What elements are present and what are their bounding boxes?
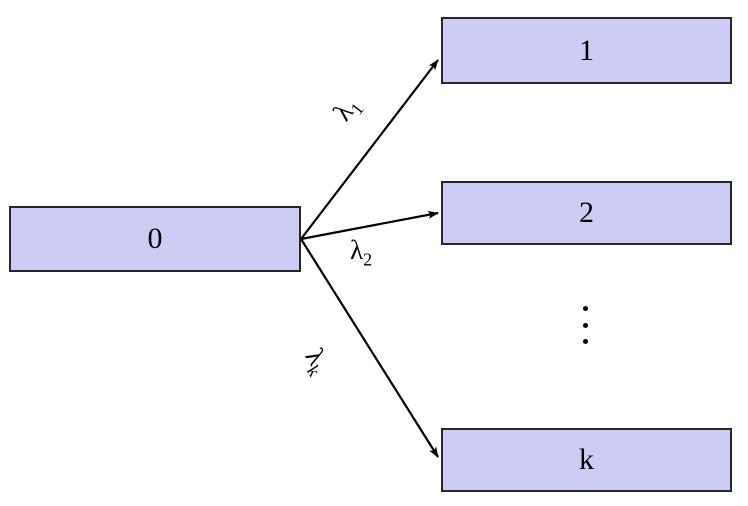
ellipsis-dot-3 <box>582 339 588 344</box>
node-2-label: 2 <box>579 196 594 229</box>
node-2[interactable]: 2 <box>441 181 732 245</box>
edge-lambda-k-label: λk <box>295 343 337 381</box>
lambda-2-symbol: λ <box>350 235 364 265</box>
node-1-label: 1 <box>579 33 594 67</box>
edge-lambda-1-line <box>300 59 439 240</box>
ellipsis-dot-2 <box>582 322 588 328</box>
node-k-label: k <box>579 443 594 476</box>
lambda-2-subscript: 2 <box>363 249 373 270</box>
node-0[interactable]: 0 <box>9 206 301 272</box>
node-k[interactable]: k <box>441 428 732 492</box>
edge-lambda-2-label: λ2 <box>350 235 372 270</box>
node-1[interactable]: 1 <box>441 17 732 84</box>
vertical-ellipsis <box>582 306 588 344</box>
edge-lambda-1-label: λ1 <box>327 90 369 129</box>
ellipsis-dot-1 <box>582 306 588 311</box>
node-0-label: 0 <box>147 222 163 255</box>
